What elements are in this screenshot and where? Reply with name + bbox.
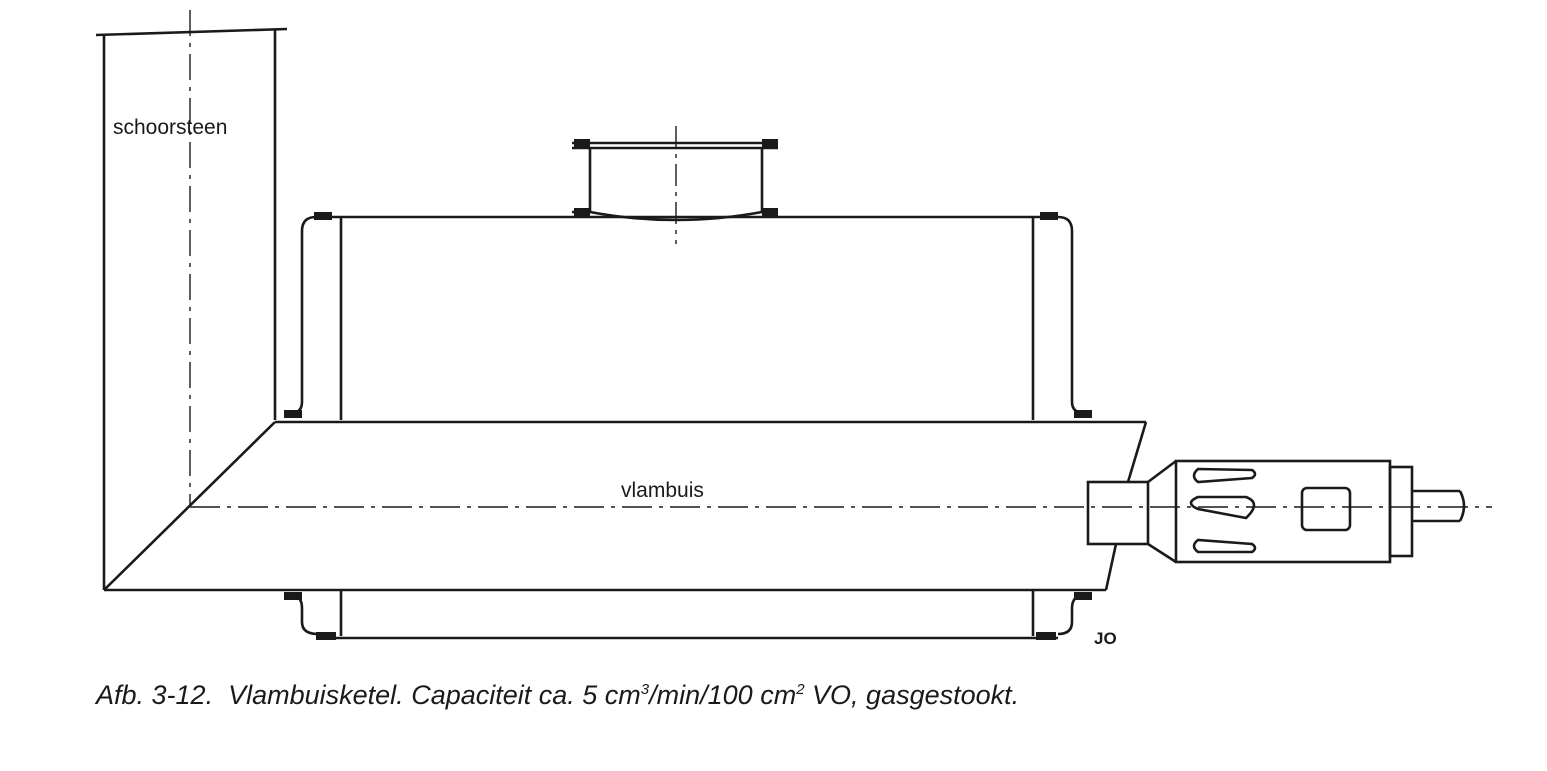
figure-caption: Afb. 3-12. Vlambuisketel. Capaciteit ca.…	[96, 680, 1019, 711]
caption-text-2: /min/100 cm	[649, 680, 797, 710]
shell-bolt	[1040, 212, 1058, 220]
chimney-label: schoorsteen	[113, 116, 227, 139]
caption-prefix: Afb. 3-12.	[96, 680, 214, 710]
boiler-shell	[287, 215, 1089, 640]
caption-title: Vlambuisketel.	[228, 680, 404, 710]
chimney	[95, 27, 288, 590]
nozzle-bolt	[762, 139, 778, 147]
top-nozzle	[572, 141, 778, 222]
shell-bolt	[284, 410, 302, 418]
shell-bolt	[1036, 632, 1056, 640]
caption-sup-1: 3	[640, 681, 650, 698]
artist-initials: JO	[1094, 629, 1117, 648]
nozzle-bolt	[762, 208, 778, 216]
flame-tube	[103, 420, 1148, 592]
caption-text-1: Capaciteit ca. 5 cm	[411, 680, 641, 710]
shell-bolt	[316, 632, 336, 640]
shell-bolt	[314, 212, 332, 220]
boiler-diagram: schoorsteen vlambuis JO	[95, 10, 1492, 648]
burner	[1086, 459, 1466, 564]
caption-text-3: VO, gasgestookt.	[804, 680, 1020, 710]
nozzle-bolt	[574, 139, 590, 147]
flame-tube-label: vlambuis	[621, 479, 704, 502]
shell-bolt	[284, 592, 302, 600]
shell-bolt	[1074, 592, 1092, 600]
caption-sup-2: 2	[796, 681, 805, 698]
shell-bolt	[1074, 410, 1092, 418]
nozzle-bolt	[574, 208, 590, 216]
